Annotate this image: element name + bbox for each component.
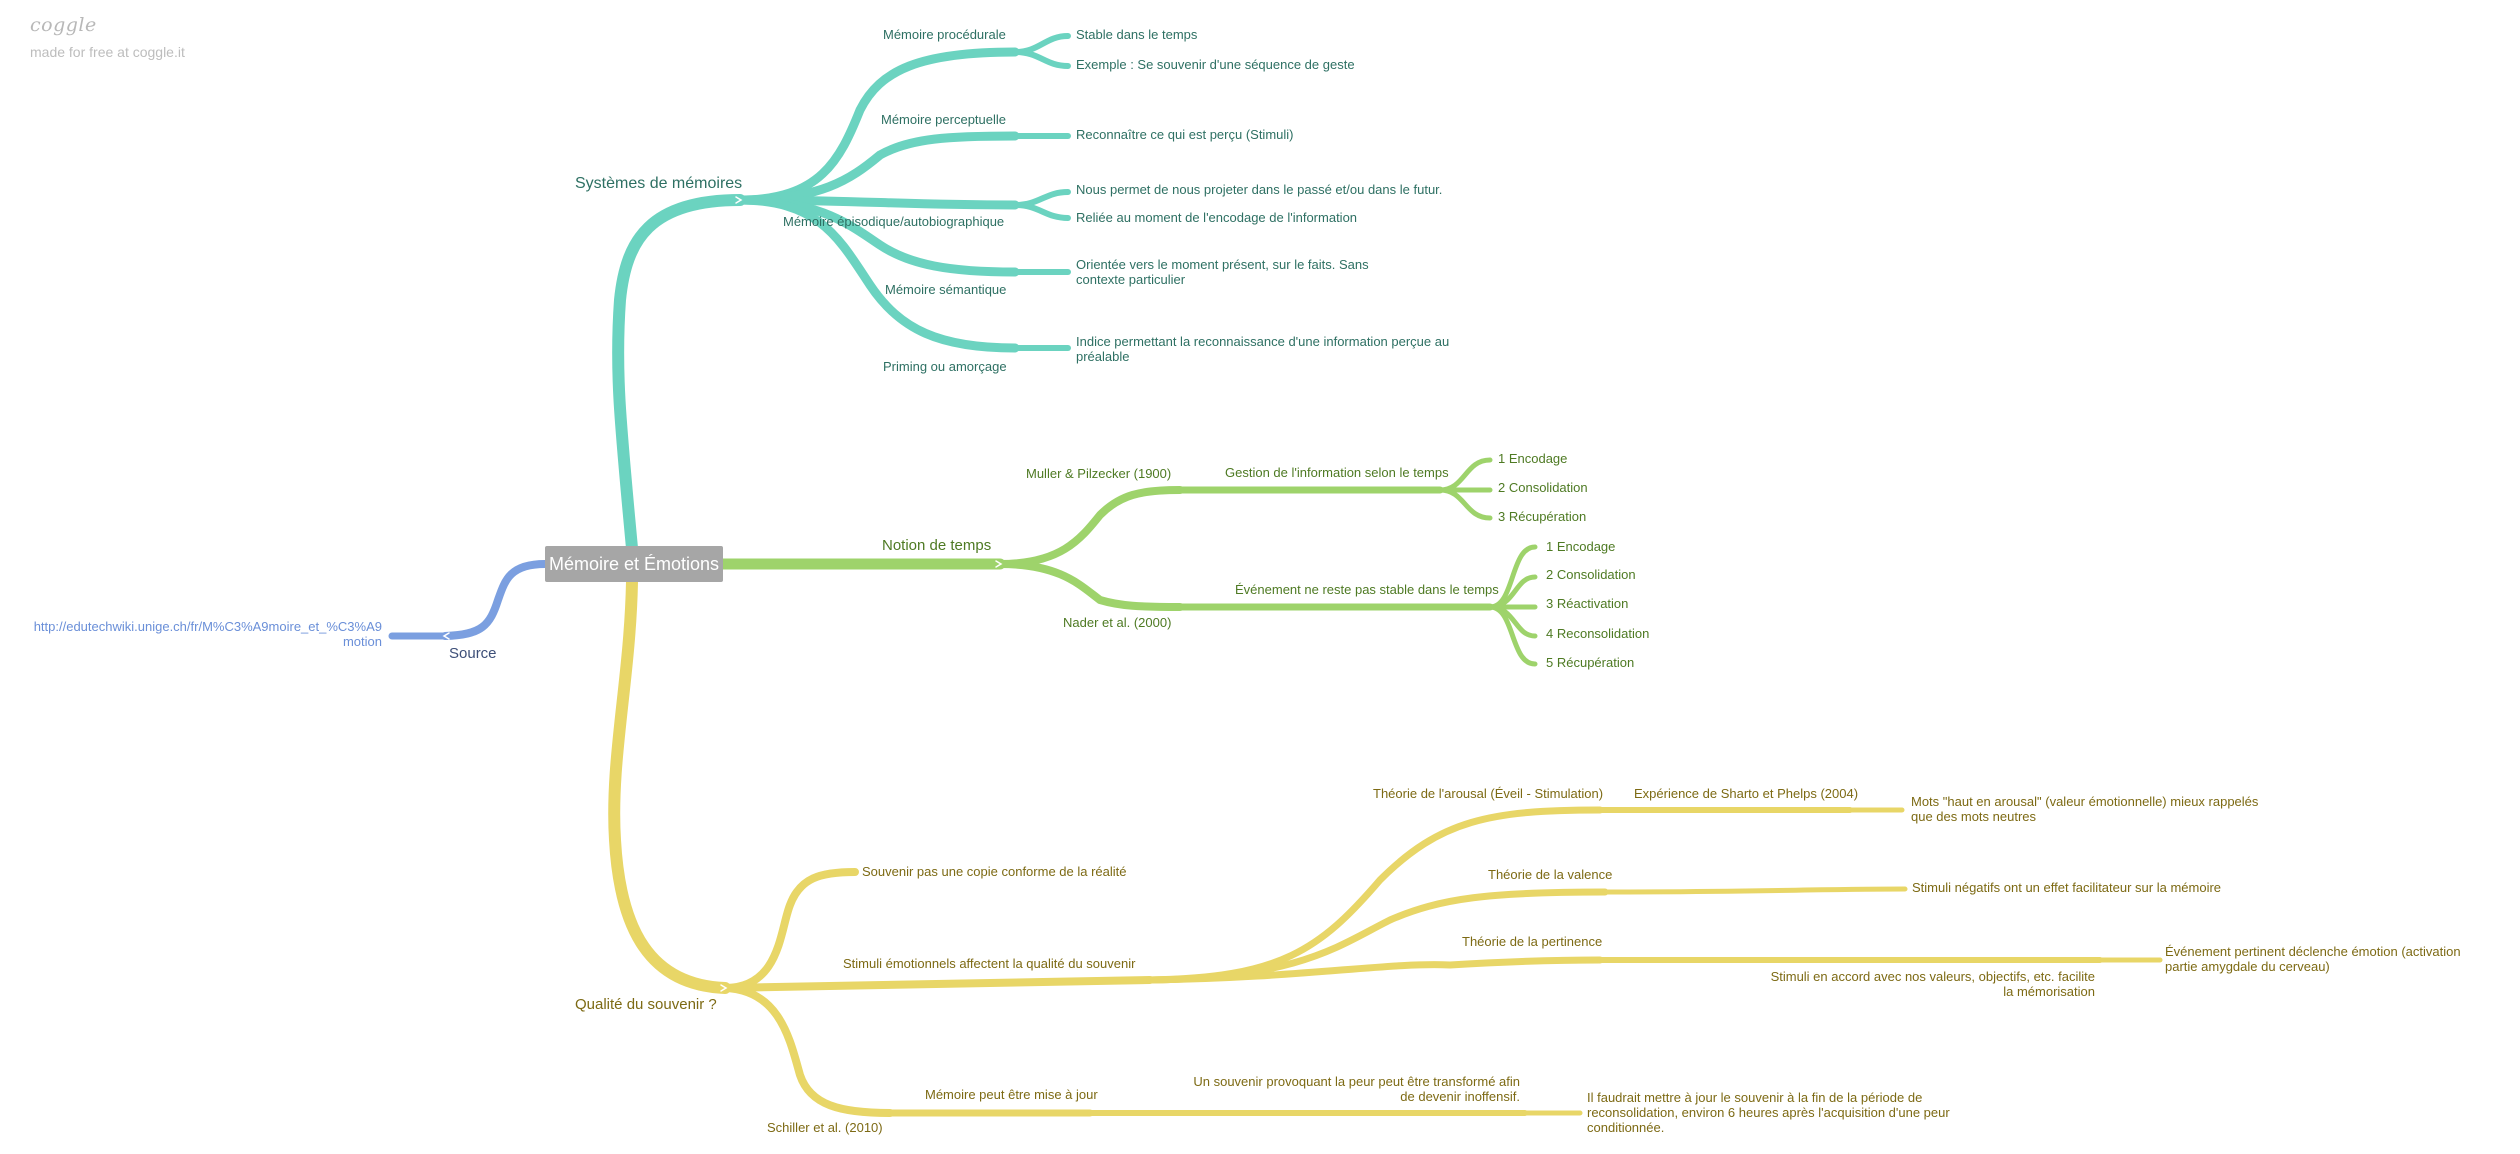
node-valence[interactable]: Théorie de la valence: [1488, 867, 1613, 882]
connector-nader-step5: [1487, 604, 1538, 667]
connector-semantic: [735, 195, 1020, 277]
leaf-priming[interactable]: Indice permettant la reconnaissance d'un…: [1076, 334, 1450, 364]
leaf-semantic[interactable]: Orientée vers le moment présent, sur le …: [1076, 257, 1369, 287]
root-node[interactable]: Mémoire et Émotions: [545, 546, 723, 582]
branch-systems: [612, 33, 1071, 554]
connector-root-quality: [608, 576, 731, 994]
connector-perceptual: [735, 131, 1020, 205]
connector-root-systems: [612, 194, 746, 554]
connector-relevance: [1146, 956, 1604, 984]
connector-root-source: [441, 560, 549, 640]
node-stimuli[interactable]: Stimuli émotionnels affectent la qualité…: [843, 956, 1136, 971]
node-nader-sub[interactable]: Événement ne reste pas stable dans le te…: [1235, 582, 1499, 597]
branch-source: [388, 560, 549, 640]
connector-proc-leaf2: [1012, 49, 1071, 69]
node-priming[interactable]: Priming ou amorçage: [883, 359, 1007, 374]
coggle-logo[interactable]: coggle: [30, 14, 97, 36]
node-arousal[interactable]: Théorie de l'arousal (Éveil - Stimulatio…: [1373, 786, 1604, 801]
leaf-arousal[interactable]: Mots "haut en arousal" (valeur émotionne…: [1911, 794, 2259, 824]
node-not-copy[interactable]: Souvenir pas une copie conforme de la ré…: [862, 864, 1127, 879]
node-systems[interactable]: Systèmes de mémoires: [575, 175, 743, 192]
source-url-link[interactable]: http://edutechwiki.unige.ch/fr/M%C3%A9mo…: [33, 619, 382, 649]
nader-step-4[interactable]: 4 Reconsolidation: [1546, 626, 1650, 641]
muller-step-1[interactable]: 1 Encodage: [1498, 451, 1568, 466]
node-muller-sub[interactable]: Gestion de l'information selon le temps: [1225, 465, 1449, 480]
leaf-perceptual[interactable]: Reconnaître ce qui est perçu (Stimuli): [1076, 127, 1294, 142]
node-procedural[interactable]: Mémoire procédurale: [883, 27, 1006, 42]
leaf-valence[interactable]: Stimuli négatifs ont un effet facilitate…: [1912, 880, 2222, 895]
marker-systems: [735, 196, 743, 204]
connector-nader: [996, 560, 1184, 611]
node-update[interactable]: Mémoire peut être mise à jour: [925, 1087, 1098, 1102]
node-sharto-phelps[interactable]: Expérience de Sharto et Phelps (2004): [1634, 786, 1859, 801]
node-source[interactable]: Source: [449, 645, 497, 662]
muller-step-3[interactable]: 3 Récupération: [1498, 509, 1587, 524]
connector-valence: [1146, 888, 1609, 984]
leaf-episodic-encoding[interactable]: Reliée au moment de l'encodage de l'info…: [1076, 210, 1358, 225]
branch-quality: [608, 576, 2163, 1117]
branch-time: [716, 457, 1538, 667]
nader-step-2[interactable]: 2 Consolidation: [1546, 567, 1636, 582]
nader-step-1[interactable]: 1 Encodage: [1546, 539, 1616, 554]
leaf-episodic-project[interactable]: Nous permet de nous projeter dans le pas…: [1076, 182, 1443, 197]
node-nader[interactable]: Nader et al. (2000): [1063, 615, 1172, 630]
node-time[interactable]: Notion de temps: [882, 537, 992, 554]
connector-schiller: [721, 984, 894, 1117]
connector-muller-step3: [1437, 487, 1493, 521]
made-with-coggle[interactable]: made for free at coggle.it: [30, 44, 185, 60]
node-fear[interactable]: Un souvenir provoquant la peur peut être…: [1193, 1074, 1520, 1104]
leaf-procedural-example[interactable]: Exemple : Se souvenir d'une séquence de …: [1076, 57, 1355, 72]
node-quality[interactable]: Qualité du souvenir ?: [575, 996, 717, 1013]
leaf-procedural-stable[interactable]: Stable dans le temps: [1076, 27, 1198, 42]
muller-step-2[interactable]: 2 Consolidation: [1498, 480, 1588, 495]
node-schiller[interactable]: Schiller et al. (2010): [767, 1120, 883, 1135]
node-perceptual[interactable]: Mémoire perceptuelle: [881, 112, 1007, 127]
marker-quality: [720, 984, 728, 992]
node-episodic[interactable]: Mémoire épisodique/autobiographique: [783, 214, 1005, 229]
connector-stimuli: [721, 976, 1154, 992]
connector-notcopy: [721, 868, 859, 992]
connector-epi-leaf2: [1012, 202, 1071, 221]
node-muller[interactable]: Muller & Pilzecker (1900): [1026, 466, 1172, 481]
connector-priming: [735, 195, 1020, 353]
node-relevance[interactable]: Théorie de la pertinence: [1462, 934, 1603, 949]
marker-time: [995, 560, 1003, 568]
leaf-schiller[interactable]: Il faudrait mettre à jour le souvenir à …: [1587, 1090, 1950, 1135]
leaf-relevance[interactable]: Événement pertinent déclenche émotion (a…: [2165, 944, 2461, 974]
nader-step-5[interactable]: 5 Récupération: [1546, 655, 1635, 670]
node-relevance-sub[interactable]: Stimuli en accord avec nos valeurs, obje…: [1770, 969, 2095, 999]
marker-source: [442, 632, 450, 640]
node-semantic[interactable]: Mémoire sémantique: [885, 282, 1007, 297]
connector-procedural: [735, 47, 1020, 205]
node-markers: [442, 196, 1003, 992]
connector-muller: [996, 486, 1184, 568]
connector-valence-leaf: [1602, 886, 1908, 895]
nader-step-3[interactable]: 3 Réactivation: [1546, 596, 1629, 611]
